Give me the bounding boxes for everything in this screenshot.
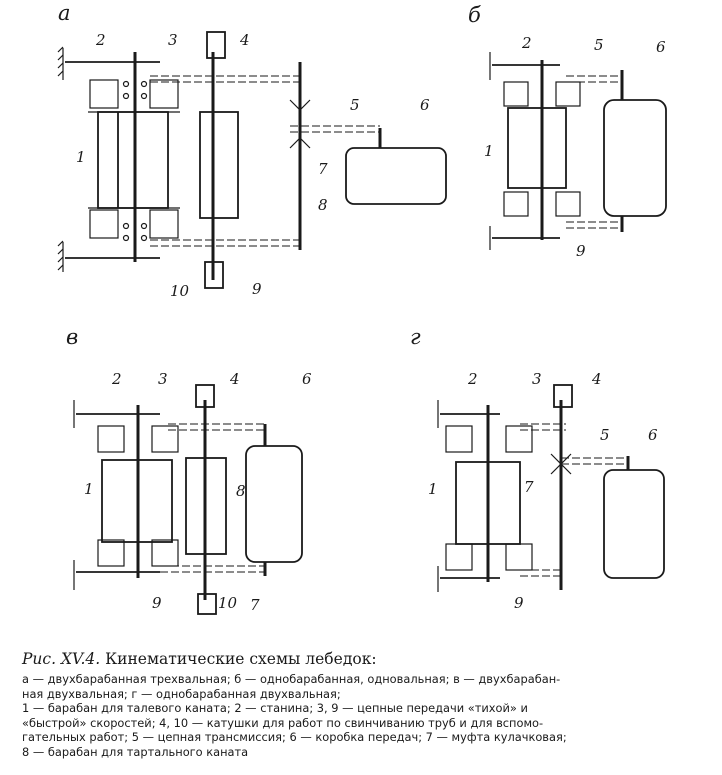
panel-b-letter: б [468, 3, 481, 27]
part-number-label: 4 [239, 31, 250, 49]
part-number-label: 2 [521, 34, 532, 52]
panel-g-letter: г [410, 325, 421, 349]
part-number-label: 2 [467, 370, 478, 388]
part-number-label: 6 [648, 426, 658, 444]
part-number-label: 4 [591, 370, 602, 388]
caption-line: 1 — барабан для талевого каната; 2 — ста… [22, 701, 528, 716]
part-number-label: 1 [484, 142, 494, 160]
part-number-label: 8 [318, 196, 328, 214]
caption-line: «быстрой» скоростей; 4, 10 — катушки для… [22, 715, 544, 730]
part-number-label: 6 [302, 370, 312, 388]
part-number-label: 10 [218, 594, 238, 612]
part-number-label: 3 [158, 370, 168, 388]
part-number-label: 9 [252, 280, 262, 298]
panel-b: б 2 5 6 1 9 [468, 3, 667, 260]
part-number-label: 9 [514, 594, 524, 612]
part-number-label: 7 [524, 478, 534, 496]
part-number-label: 3 [532, 370, 542, 388]
part-number-label: 6 [656, 38, 666, 56]
part-number-label: 4 [229, 370, 240, 388]
caption-line: а — двухбарабанная трехвальная; б — одно… [22, 672, 561, 686]
part-number-label: 9 [152, 594, 162, 612]
panel-a-letter: а [58, 1, 71, 25]
part-number-label: 5 [600, 426, 610, 444]
part-number-label: 1 [76, 148, 86, 166]
caption-line: ная двухвальная; г — однобарабанная двух… [22, 686, 341, 701]
caption-line: гательных работ; 5 — цепная трансмиссия;… [22, 730, 567, 745]
part-number-label: 10 [170, 282, 190, 300]
part-number-label: 3 [168, 31, 178, 49]
part-number-label: 7 [250, 596, 260, 614]
figure-caption: Рис. XV.4. Кинематические схемы лебедок:… [22, 650, 710, 760]
panel-v-letter: в [66, 325, 78, 349]
part-number-label: 6 [420, 96, 430, 114]
part-number-label: 9 [576, 242, 586, 260]
caption-title-row: Рис. XV.4. Кинематические схемы лебедок: [22, 650, 710, 668]
part-number-label: 7 [318, 160, 328, 178]
part-number-label: 5 [350, 96, 360, 114]
part-number-label: 2 [111, 370, 122, 388]
panel-a: а [57, 1, 447, 300]
caption-title: Кинематические схемы лебедок: [105, 650, 377, 668]
caption-line: 8 — барабан для тартального каната [22, 744, 249, 759]
panel-g: г 2 3 4 5 6 1 7 9 [410, 325, 665, 612]
part-number-label: 1 [428, 480, 438, 498]
part-number-label: 5 [594, 36, 604, 54]
panel-v: в 2 3 4 6 1 8 9 10 7 [66, 325, 312, 615]
part-number-label: 1 [84, 480, 94, 498]
part-number-label: 2 [95, 31, 106, 49]
part-number-label: 8 [236, 482, 246, 500]
caption-label: Рис. XV.4. [22, 650, 101, 668]
